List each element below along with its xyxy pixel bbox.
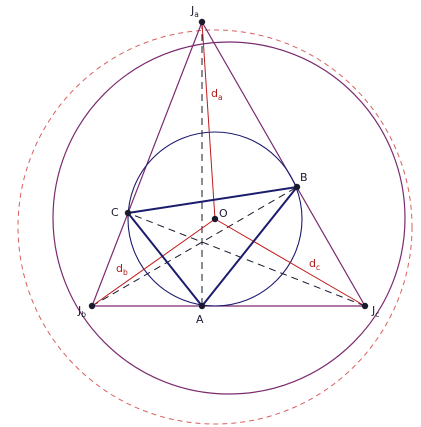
dashed-line-jc-c [127,212,366,307]
distance-line-dc [214,218,366,307]
triangle-circumcircle [127,131,303,307]
point-b [293,183,301,191]
point-jc [361,302,369,310]
triangle-abc [126,185,300,308]
label-db: db [116,262,128,277]
point-jb [88,302,96,310]
label-jb: Jb [77,304,86,319]
label-da: da [211,87,223,102]
label-b: B [300,171,308,184]
label-jc: Jc [371,304,379,319]
point-a [198,302,206,310]
point-ja [198,18,206,26]
point-o [211,215,219,223]
label-c: C [111,206,119,219]
label-o: O [219,207,228,220]
label-dc: dc [309,257,320,272]
dashed-red-circle [17,29,413,425]
point-c [124,209,132,217]
distance-line-db [91,218,216,307]
excentral-triangle [91,20,367,307]
excentral-circumcircle [52,41,406,395]
dashed-line-jb-b [91,186,298,307]
label-ja: Ja [190,4,199,19]
label-a: A [196,313,204,326]
distance-line-da [201,21,216,220]
